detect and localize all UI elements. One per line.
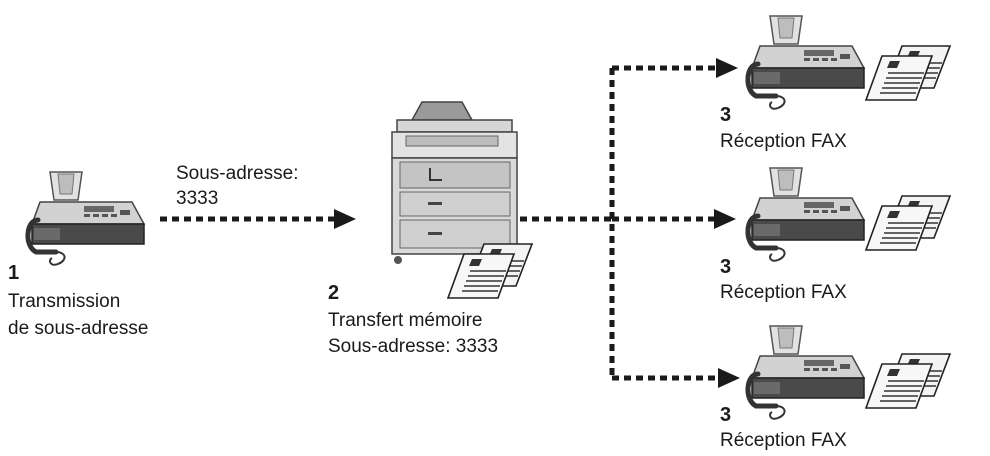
fax-machine-icon	[748, 168, 864, 261]
receiver-step-number: 3	[720, 104, 732, 126]
arrow-heads	[714, 58, 740, 388]
fax-document-icon	[865, 353, 951, 409]
sender-label-line2: de sous-adresse	[8, 318, 149, 339]
receiver-step-number: 3	[720, 256, 732, 278]
fax-machine-icon	[748, 16, 864, 109]
transmit-arrow	[160, 209, 356, 229]
receiver-label: Réception FAX	[720, 430, 847, 451]
subaddress-value: 3333	[176, 188, 219, 209]
distribution-arrows	[520, 65, 720, 381]
receiver-label: Réception FAX	[720, 131, 847, 152]
subaddress-label: Sous-adresse:	[176, 163, 299, 184]
relay-label-line2: Sous-adresse: 3333	[328, 336, 499, 357]
sender-step-number: 1	[8, 262, 20, 284]
fax-document-icon	[865, 45, 951, 101]
relay-step-number: 2	[328, 282, 340, 304]
receiver-label: Réception FAX	[720, 282, 847, 303]
multifunction-printer-icon	[391, 101, 518, 264]
receiver-step-number: 3	[720, 404, 732, 426]
fax-document-icon	[865, 195, 951, 251]
fax-machine-icon	[748, 326, 864, 419]
relay-label-line1: Transfert mémoire	[328, 310, 483, 331]
fax-machine-icon	[28, 172, 144, 265]
sender-label-line1: Transmission	[8, 291, 121, 312]
